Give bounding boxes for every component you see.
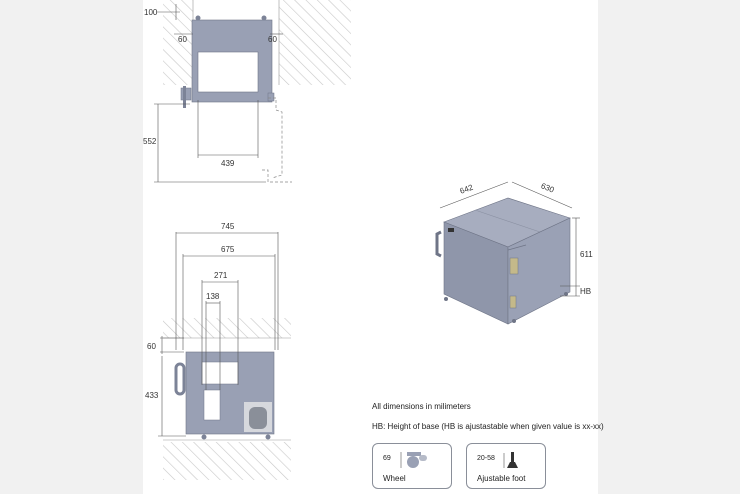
dim-body-height: 433 — [145, 391, 159, 400]
option-value: 69 — [383, 455, 391, 462]
wall-hatch-left — [163, 0, 193, 85]
dim-door-panel: 138 — [206, 292, 220, 301]
base-note: HB: Height of base (HB is ajustastable w… — [372, 422, 604, 431]
front-view: 745 675 271 138 60 433 — [145, 222, 291, 480]
adjustable-foot-icon — [503, 452, 518, 468]
option-card-wheel: 69 Wheel — [372, 443, 452, 489]
dim-right-side-gap: 60 — [268, 35, 277, 44]
iso-view: 642 630 611 HB — [435, 181, 593, 325]
iso-side-face — [507, 217, 571, 325]
dim-iso-height: 611 — [580, 250, 593, 259]
dim-iso-depth: 630 — [540, 181, 556, 195]
floor-hatch-bottom — [163, 442, 291, 480]
dim-front-top-gap: 60 — [147, 342, 156, 351]
dim-body-width: 675 — [221, 245, 235, 254]
dim-overall-width: 745 — [221, 222, 235, 231]
option-card-adjustable-foot: 20-58 Ajustable foot — [466, 443, 546, 489]
dim-left-side-gap: 60 — [178, 35, 187, 44]
dim-depth: 552 — [143, 137, 157, 146]
option-label: Ajustable foot — [477, 474, 526, 483]
dim-door-width: 271 — [214, 271, 228, 280]
option-label: Wheel — [383, 474, 406, 483]
dim-inner-width: 439 — [221, 159, 235, 168]
top-view: 100 60 60 552 439 — [143, 0, 351, 183]
dim-iso-base: HB — [580, 287, 591, 296]
dim-top-gap: 100 — [144, 8, 158, 17]
floor-hatch-top — [163, 318, 291, 338]
top-view-opening — [197, 51, 259, 93]
option-value: 20-58 — [477, 455, 495, 462]
units-note: All dimensions in milimeters — [372, 402, 471, 411]
wheel-icon — [400, 452, 427, 468]
dim-iso-width: 642 — [459, 183, 475, 196]
wall-hatch-right — [279, 0, 351, 85]
